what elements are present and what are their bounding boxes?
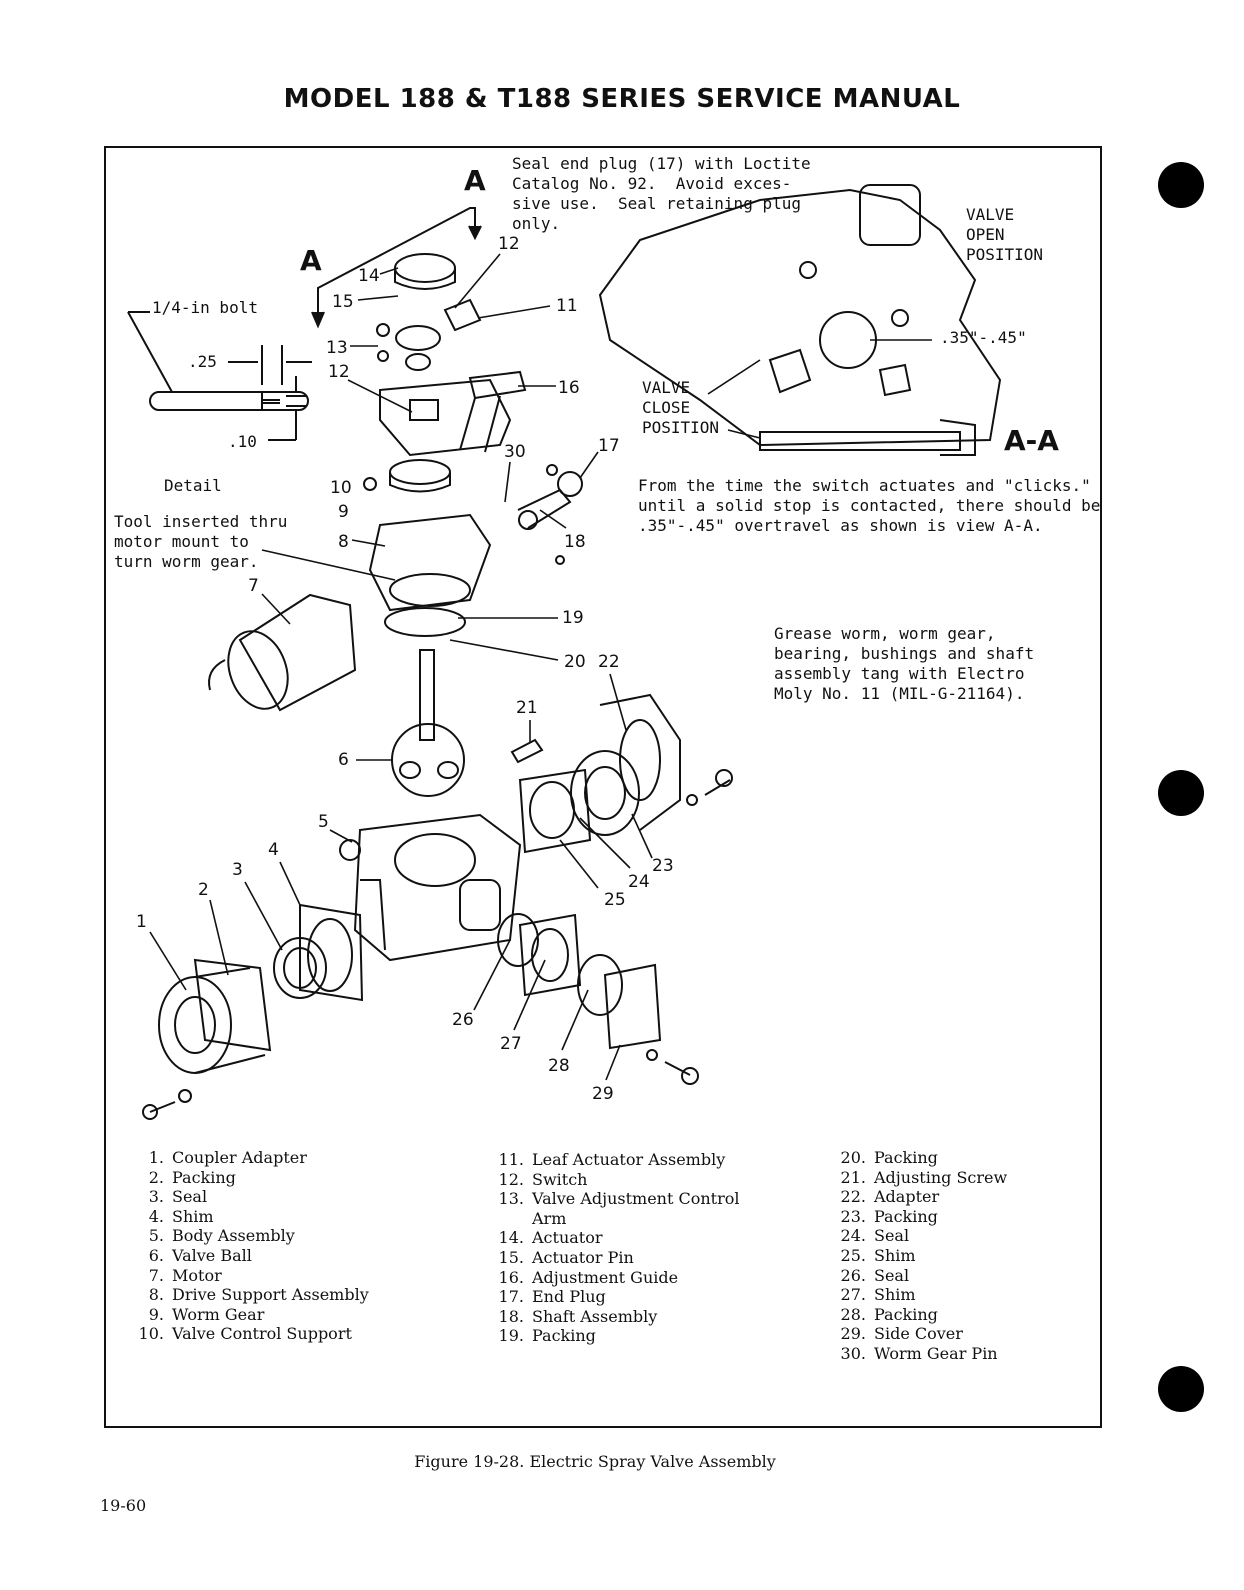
callout-7: 7 xyxy=(248,576,259,596)
callout-3: 3 xyxy=(232,860,243,880)
legend-item-9: 9.Worm Gear xyxy=(148,1304,265,1324)
view-aa-label: A-A xyxy=(1004,424,1059,457)
dimension-10: .10 xyxy=(228,432,257,451)
callout-13: 13 xyxy=(326,338,348,358)
callout-16: 16 xyxy=(558,378,580,398)
callout-27: 27 xyxy=(500,1034,522,1054)
legend-item-13-cont: Arm xyxy=(532,1208,567,1228)
binder-hole-middle xyxy=(1158,770,1204,816)
tool-note: Tool inserted thru motor mount to turn w… xyxy=(114,512,288,571)
legend-item-6: 6.Valve Ball xyxy=(148,1245,252,1265)
callout-29: 29 xyxy=(592,1084,614,1104)
legend-item-17: 17.End Plug xyxy=(498,1287,606,1307)
legend-item-22: 22.Adapter xyxy=(840,1187,940,1207)
callout-1: 1 xyxy=(136,912,147,932)
callout-17: 17 xyxy=(598,436,620,456)
callout-15: 15 xyxy=(332,292,354,312)
legend-item-16: 16.Adjustment Guide xyxy=(498,1267,679,1287)
legend-item-28: 28.Packing xyxy=(840,1304,938,1324)
callout-26: 26 xyxy=(452,1010,474,1030)
callout-4: 4 xyxy=(268,840,279,860)
legend-item-2: 2.Packing xyxy=(148,1167,236,1187)
callout-2: 2 xyxy=(198,880,209,900)
callout-11: 11 xyxy=(556,296,578,316)
callout-22: 22 xyxy=(598,652,620,672)
callout-30: 30 xyxy=(504,442,526,462)
page-title: MODEL 188 & T188 SERIES SERVICE MANUAL xyxy=(283,84,961,114)
callout-28: 28 xyxy=(548,1056,570,1076)
drive-support-and-motor xyxy=(208,464,583,712)
right-side-flanges xyxy=(518,693,733,854)
legend-item-13: 13.Valve Adjustment Control xyxy=(498,1189,740,1209)
legend-item-3: 3.Seal xyxy=(148,1187,208,1207)
figure-frame xyxy=(104,146,1102,1428)
section-mark-a-top: A xyxy=(464,164,486,197)
legend-item-10: 10.Valve Control Support xyxy=(138,1324,352,1344)
valve-close-label: VALVE CLOSE POSITION xyxy=(642,378,720,437)
actuator-parts xyxy=(363,253,527,493)
legend-item-4: 4.Shim xyxy=(148,1206,214,1226)
bottom-side-flanges xyxy=(497,913,699,1085)
callout-12-side: 12 xyxy=(328,362,350,382)
section-arrow-a xyxy=(311,207,482,329)
grease-note: Grease worm, worm gear, bearing, bushing… xyxy=(774,624,1035,703)
binder-hole-top xyxy=(1158,162,1204,208)
legend-item-11: 11.Leaf Actuator Assembly xyxy=(498,1150,726,1169)
valve-open-label: VALVE OPEN POSITION xyxy=(966,205,1044,264)
callout-8: 8 xyxy=(338,532,349,552)
parts-legend-col-1: 1.Coupler Adapter 2.Packing 3.Seal 4.Shi… xyxy=(128,1148,369,1344)
callout-25: 25 xyxy=(604,890,626,910)
callout-10: 10 xyxy=(330,478,352,498)
callout-21: 21 xyxy=(516,698,538,718)
callout-12-top: 12 xyxy=(498,234,520,254)
legend-item-21: 21.Adjusting Screw xyxy=(840,1167,1008,1187)
legend-item-20: 20.Packing xyxy=(840,1148,938,1167)
legend-item-14: 14.Actuator xyxy=(498,1228,603,1248)
legend-item-30: 30.Worm Gear Pin xyxy=(840,1343,998,1363)
legend-item-8: 8.Drive Support Assembly xyxy=(148,1285,369,1305)
callout-18: 18 xyxy=(564,532,586,552)
legend-item-29: 29.Side Cover xyxy=(840,1324,963,1344)
detail-label: Detail xyxy=(164,476,222,495)
legend-item-19: 19.Packing xyxy=(498,1326,596,1346)
callout-5: 5 xyxy=(318,812,329,832)
detail-bolt-drawing xyxy=(127,311,312,441)
legend-item-26: 26.Seal xyxy=(840,1265,910,1285)
switch-note: From the time the switch actuates and "c… xyxy=(638,476,1101,535)
legend-item-15: 15.Actuator Pin xyxy=(498,1247,634,1267)
left-side-flanges xyxy=(142,903,364,1120)
page-number: 19-60 xyxy=(100,1496,147,1515)
figure-caption: Figure 19-28. Electric Spray Valve Assem… xyxy=(414,1452,776,1471)
legend-item-27: 27.Shim xyxy=(840,1285,916,1305)
callout-14: 14 xyxy=(358,266,380,286)
legend-item-1: 1.Coupler Adapter xyxy=(148,1148,307,1167)
callout-24: 24 xyxy=(628,872,650,892)
binder-hole-bottom xyxy=(1158,1366,1204,1412)
section-mark-a-left: A xyxy=(300,244,322,277)
legend-item-5: 5.Body Assembly xyxy=(148,1226,295,1246)
callout-20: 20 xyxy=(564,652,586,672)
legend-item-7: 7.Motor xyxy=(148,1265,222,1285)
dimension-25: .25 xyxy=(188,352,217,371)
parts-legend-col-2: 11.Leaf Actuator Assembly 12.Switch 13.V… xyxy=(488,1150,740,1346)
callout-6: 6 xyxy=(338,750,349,770)
legend-item-12: 12.Switch xyxy=(498,1169,588,1189)
section-view-aa xyxy=(598,184,1002,456)
callout-9: 9 xyxy=(338,502,349,522)
seal-note: Seal end plug (17) with Loctite Catalog … xyxy=(512,154,811,233)
parts-legend-col-3: 20.Packing 21.Adjusting Screw 22.Adapter… xyxy=(830,1148,1008,1364)
overtravel-dimension: .35"-.45" xyxy=(940,328,1027,347)
callout-19: 19 xyxy=(562,608,584,628)
bolt-label: 1/4-in bolt xyxy=(152,298,258,317)
legend-item-25: 25.Shim xyxy=(840,1245,916,1265)
legend-item-24: 24.Seal xyxy=(840,1226,910,1246)
legend-item-18: 18.Shaft Assembly xyxy=(498,1306,658,1326)
legend-item-23: 23.Packing xyxy=(840,1206,938,1226)
callout-23: 23 xyxy=(652,856,674,876)
